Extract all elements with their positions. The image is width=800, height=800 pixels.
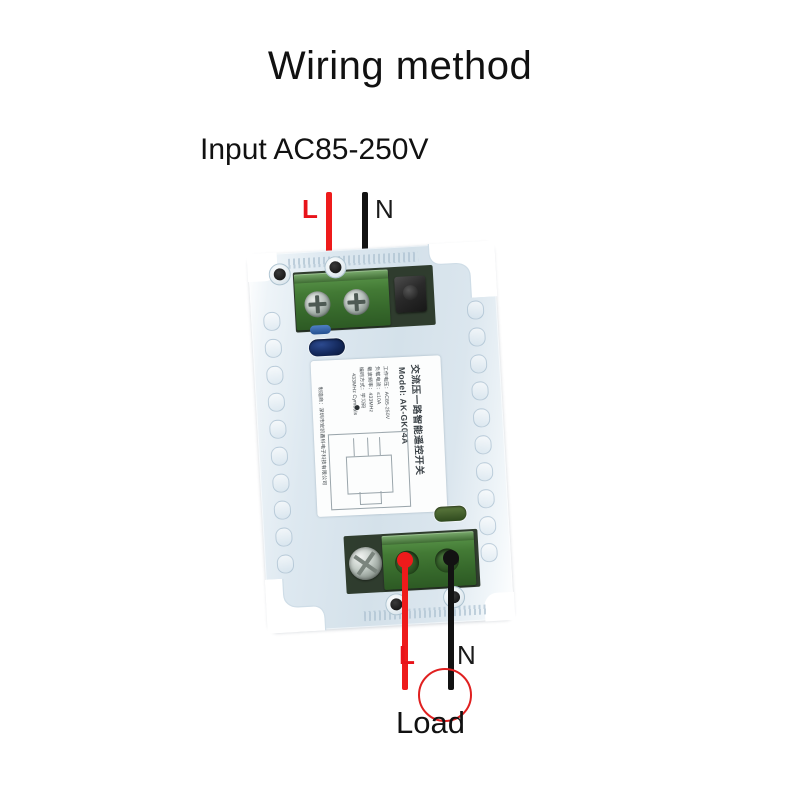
input-neutral-wire [362, 192, 368, 282]
sticker-mini-schematic [327, 430, 412, 511]
input-live-wire [326, 192, 332, 282]
page-title: Wiring method [267, 44, 533, 88]
sticker-manufacturer: 制造商：深圳市安凯鑫科电子科技有限公司 [316, 386, 328, 486]
load-lamp-outline [418, 668, 472, 722]
input-terminal-screw-n[interactable] [342, 288, 371, 316]
input-terminal-block[interactable] [293, 269, 391, 331]
blue-wire-nub [309, 324, 332, 335]
device-label-sticker: 交流压一路智能遥控开关 Model: AK-GK04A 工作电压：AC85-25… [310, 355, 448, 517]
output-live-wire [402, 558, 408, 690]
sticker-spec-0: 工作电压：AC85-250V [381, 365, 391, 420]
sticker-spec-1: 负载电流：≤10A [373, 366, 382, 405]
input-live-letter: L [302, 194, 318, 224]
output-neutral-wire [448, 556, 454, 690]
learn-button[interactable] [394, 275, 428, 313]
input-voltage-label: Input AC85-250V [200, 133, 429, 166]
input-terminal-screw-l[interactable] [303, 290, 332, 319]
output-live-letter: L [399, 640, 415, 670]
output-live-wire-endpoint [397, 552, 413, 568]
sticker-spec-3: 编码方式：学习码 [357, 366, 366, 409]
sticker-title-cn: 交流压一路智能遥控开关 [408, 364, 425, 476]
output-terminal-block[interactable] [381, 530, 477, 591]
component-green [433, 505, 467, 523]
output-neutral-wire-endpoint [443, 550, 459, 566]
output-neutral-letter: N [457, 640, 476, 670]
relay-module-device: 交流压一路智能遥控开关 Model: AK-GK04A 工作电压：AC85-25… [246, 240, 516, 634]
mounting-notch-bottom-left [264, 578, 327, 634]
load-label: Load [396, 705, 465, 740]
input-neutral-letter: N [375, 194, 394, 224]
sticker-bullet [354, 404, 360, 411]
status-led-blue [308, 337, 346, 357]
mounting-flange [422, 240, 498, 298]
corner-cutout-bottom-right [483, 591, 516, 622]
sticker-spec-2: 载波频率：433MHz [365, 366, 374, 413]
